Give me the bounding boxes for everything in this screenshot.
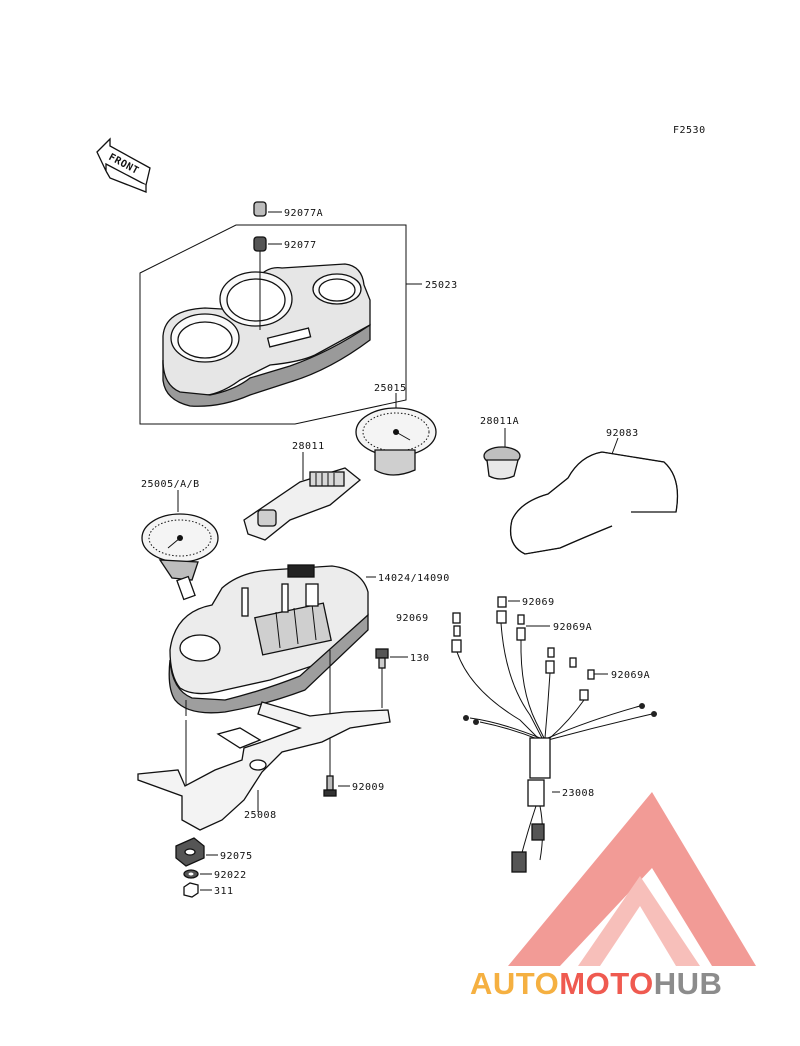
- meter-case-icon: [168, 564, 369, 790]
- band-92083-icon: [509, 437, 679, 555]
- label-25023: 25023: [425, 280, 458, 291]
- watermark-text: AUTOMOTOHUB: [470, 966, 722, 1001]
- label-130: 130: [410, 653, 430, 664]
- label-25015: 25015: [374, 383, 407, 394]
- label-92077A: 92077A: [284, 208, 323, 219]
- wiring-harness-icon: [451, 596, 657, 873]
- cover-box-outline: [139, 224, 407, 425]
- label-92069-left: 92069: [396, 613, 429, 624]
- label-25008: 25008: [244, 810, 277, 821]
- circuit-28011-icon: [243, 452, 362, 541]
- bracket-25008-icon: [137, 701, 391, 831]
- screw-92009-icon: [323, 775, 350, 797]
- meter-cover-group: 92077A 92077 25023: [139, 201, 458, 425]
- label-28011A: 28011A: [480, 416, 519, 427]
- washer-92022-icon: [183, 869, 212, 879]
- cap-92077A-icon: [253, 201, 267, 217]
- label-92077: 92077: [284, 240, 317, 251]
- label-92069A-upper: 92069A: [553, 622, 592, 633]
- meter-cover-icon: [162, 263, 371, 407]
- watermark-logo-icon: [508, 792, 756, 966]
- bolt-130-icon: [375, 648, 408, 708]
- gauge-25005-icon: [141, 490, 219, 601]
- gauge-28011A-icon: [483, 428, 521, 480]
- gauge-25015-icon: [355, 393, 437, 476]
- figure-code: F2530: [673, 125, 706, 136]
- label-92083: 92083: [606, 428, 639, 439]
- label-28011: 28011: [292, 441, 325, 452]
- label-14024: 14024/14090: [378, 573, 450, 584]
- label-25005: 25005/A/B: [141, 479, 200, 490]
- nut-311-icon: [183, 882, 212, 898]
- grommet-92075-icon: [175, 837, 218, 867]
- label-92075: 92075: [220, 851, 253, 862]
- cap-92077-icon: [253, 236, 267, 330]
- label-92069A-lower: 92069A: [611, 670, 650, 681]
- front-arrow-icon: FRONT: [96, 137, 151, 193]
- label-92022: 92022: [214, 870, 247, 881]
- label-92009: 92009: [352, 782, 385, 793]
- label-311: 311: [214, 886, 234, 897]
- label-23008: 23008: [562, 788, 595, 799]
- label-92069-right: 92069: [522, 597, 555, 608]
